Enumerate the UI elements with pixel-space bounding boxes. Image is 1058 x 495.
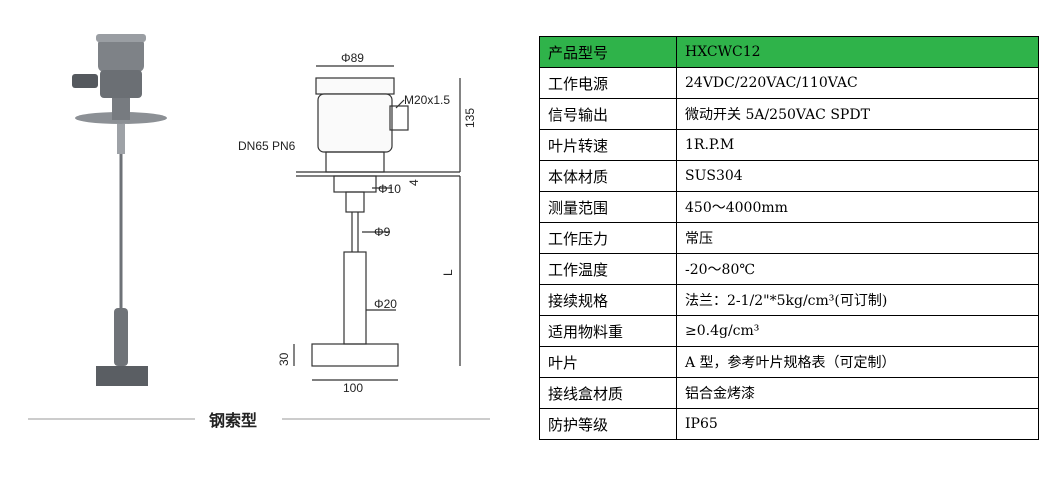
- dim-diameter-shaft: Φ10: [378, 182, 401, 196]
- spec-value: ≥0.4g/cm³: [676, 315, 1039, 347]
- spec-key: 适用物料重: [539, 315, 677, 347]
- dim-diameter-top: Φ89: [341, 51, 364, 65]
- dim-height: 135: [463, 108, 477, 128]
- spec-value: 24VDC/220VAC/110VAC: [676, 67, 1039, 99]
- spec-row: 适用物料重≥0.4g/cm³: [539, 315, 1039, 347]
- spec-key: 防护等级: [539, 408, 677, 440]
- spec-key: 叶片: [539, 346, 677, 378]
- dim-flange: DN65 PN6: [238, 139, 296, 153]
- spec-value: 450～4000mm: [676, 191, 1039, 223]
- spec-key: 信号输出: [539, 98, 677, 130]
- spec-key: 工作压力: [539, 222, 677, 254]
- spec-key: 测量范围: [539, 191, 677, 223]
- spec-key: 叶片转速: [539, 129, 677, 161]
- spec-value: 铝合金烤漆: [676, 377, 1039, 409]
- spec-row: 接线盒材质铝合金烤漆: [539, 377, 1039, 409]
- spec-key: 本体材质: [539, 160, 677, 192]
- spec-value: A 型，参考叶片规格表（可定制）: [676, 346, 1039, 378]
- dim-diameter-weight: Φ20: [374, 297, 397, 311]
- spec-key: 产品型号: [539, 36, 677, 68]
- spec-row: 接续规格法兰：2-1/2"*5kg/cm³(可订制): [539, 284, 1039, 316]
- dim-blade-height: 30: [277, 352, 291, 366]
- product-illustration: Φ89 M20x1.5 135 DN65 PN6 Φ10 4 Φ9 L Φ20 …: [28, 34, 490, 430]
- spec-value: SUS304: [676, 160, 1039, 192]
- spec-value: -20～80℃: [676, 253, 1039, 285]
- dim-length: L: [441, 269, 455, 276]
- spec-key: 接线盒材质: [539, 377, 677, 409]
- spec-row: 信号输出微动开关 5A/250VAC SPDT: [539, 98, 1039, 130]
- spec-row: 工作压力常压: [539, 222, 1039, 254]
- dim-thread: M20x1.5: [404, 93, 450, 107]
- spec-value: 常压: [676, 222, 1039, 254]
- figure-caption: 钢索型: [209, 411, 257, 430]
- spec-key: 工作电源: [539, 67, 677, 99]
- spec-value: HXCWC12: [676, 36, 1039, 68]
- spec-key: 工作温度: [539, 253, 677, 285]
- spec-value: 微动开关 5A/250VAC SPDT: [676, 98, 1039, 130]
- dim-blade-width: 100: [343, 381, 363, 395]
- dim-diameter-rod: Φ9: [374, 225, 391, 239]
- spec-key: 接续规格: [539, 284, 677, 316]
- spec-value: IP65: [676, 408, 1039, 440]
- spec-value: 1R.P.M: [676, 129, 1039, 161]
- spec-row: 工作温度-20～80℃: [539, 253, 1039, 285]
- product-photo: [72, 34, 167, 386]
- spec-value: 法兰：2-1/2"*5kg/cm³(可订制): [676, 284, 1039, 316]
- technical-drawing: [293, 65, 461, 381]
- product-figure: Φ89 M20x1.5 135 DN65 PN6 Φ10 4 Φ9 L Φ20 …: [0, 0, 520, 491]
- dim-4: 4: [407, 179, 421, 186]
